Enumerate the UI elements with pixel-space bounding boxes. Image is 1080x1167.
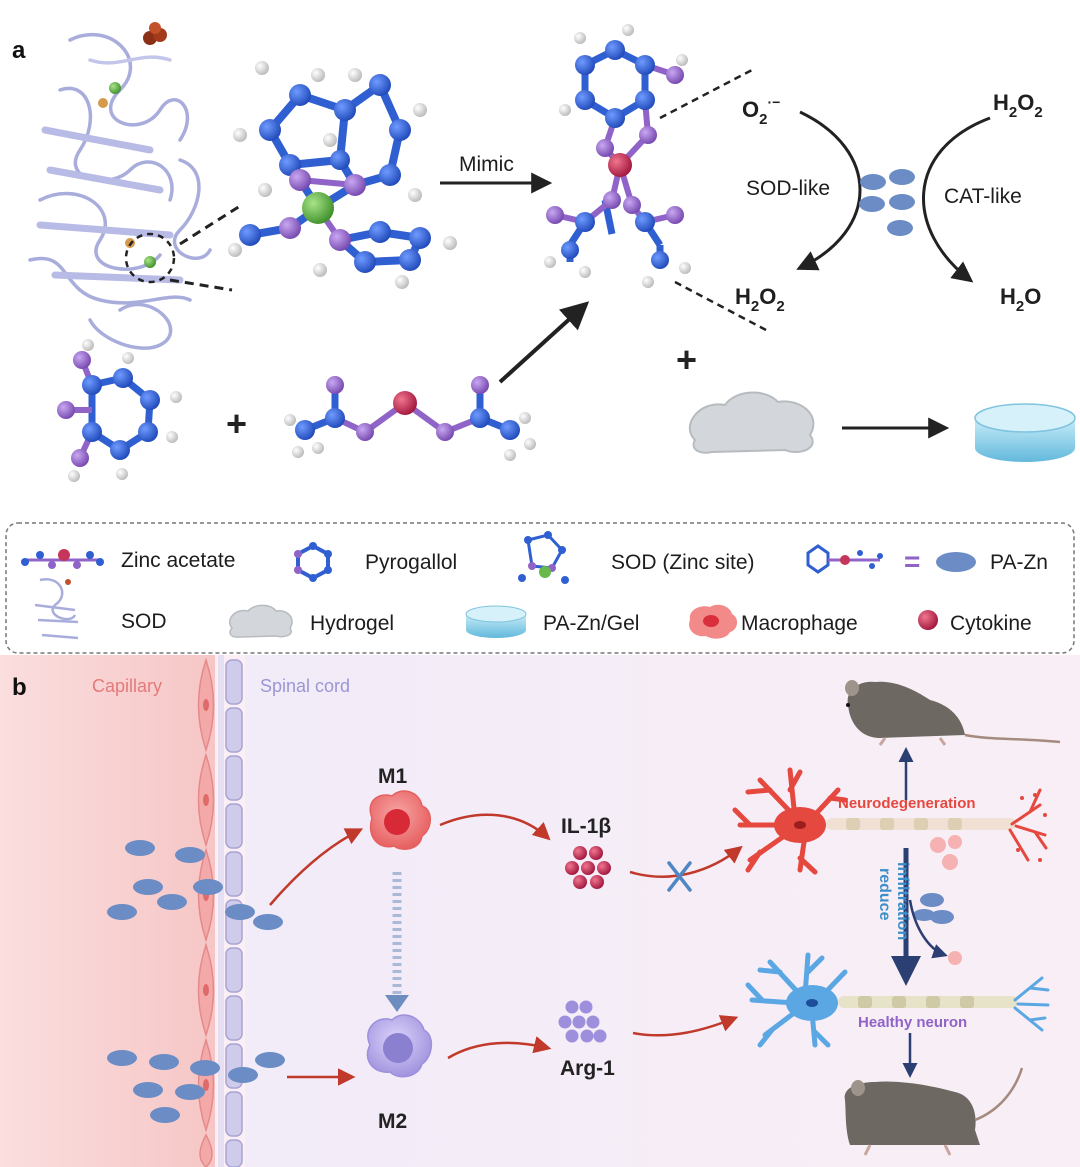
infiltration-label: infiltration: [894, 862, 911, 940]
sod-like-label: SOD-like: [746, 177, 830, 200]
legend-cytokine-icon: [918, 610, 938, 630]
plus-sign-reactants: +: [226, 403, 247, 444]
pa-zn-particles-lower: [107, 1050, 285, 1123]
sod-protein-ribbon: [28, 32, 212, 350]
h2o2-bottom-label: H2O2: [735, 284, 785, 315]
m1-to-il1b-arrow: [439, 813, 551, 841]
legend-pa-zn-gel-icon: [465, 605, 527, 638]
reduce-label: reduce: [876, 868, 893, 921]
panel-a-background: [0, 0, 1080, 512]
pyrogallol-molecule: [57, 339, 182, 482]
h2o2-top-label: H2O2: [993, 90, 1043, 121]
healthy-neuron-label: Healthy neuron: [858, 1014, 967, 1031]
infiltrating-cytokines: [930, 835, 962, 965]
hydrogel-cloud: [688, 391, 815, 454]
polarization-arrowhead: [385, 995, 409, 1012]
protein-zinc-sphere-2: [144, 256, 156, 268]
plus-sign-hydrogel: +: [676, 339, 697, 380]
pa-zn-zoom-line-top: [659, 68, 753, 120]
legend-pyrogallol-icon: [294, 542, 332, 582]
mimic-label: Mimic: [459, 153, 514, 176]
zoom-line-bottom: [169, 278, 233, 292]
arg1-to-neuron-arrow: [632, 1015, 739, 1037]
il1b-cytokine-cluster: [565, 846, 611, 889]
sod-zinc-site-molecule: [228, 61, 457, 289]
healthy-mouse-icon: [844, 1067, 1024, 1156]
zoom-line-top: [179, 204, 241, 246]
legend-pyrogallol: Pyrogallol: [365, 551, 457, 574]
h2o-label: H2O: [1000, 284, 1041, 315]
zinc-acetate-molecule: [284, 376, 536, 461]
m2-to-arg1-arrow: [447, 1036, 552, 1060]
panel-a-label: a: [12, 37, 26, 64]
cluster-sphere-3: [149, 22, 161, 34]
healthy-neuron: [745, 952, 1050, 1048]
m1-label: M1: [378, 765, 407, 788]
legend-hydrogel: Hydrogel: [310, 612, 394, 635]
il1b-to-neuron-arrow: [629, 845, 743, 878]
cat-like-label: CAT-like: [944, 185, 1022, 208]
legend-cytokine: Cytokine: [950, 612, 1032, 635]
legend-macrophage-icon: [689, 604, 738, 639]
diseased-mouse-icon: [845, 680, 1061, 746]
cat-like-arrow: [922, 116, 991, 283]
pa-zn-particles-neuron: [913, 893, 954, 924]
capillary-label: Capillary: [92, 676, 162, 696]
panel-b-label: b: [12, 674, 27, 701]
protein-zinc-sphere-1: [109, 82, 121, 94]
legend-pa-zn-icon: [936, 552, 976, 572]
zinc-site-highlight-circle: [124, 232, 176, 284]
pa-zn-particles-upper: [107, 840, 283, 930]
il1b-label: IL-1β: [561, 815, 611, 838]
legend-pa-zn: PA-Zn: [990, 551, 1048, 574]
legend-zinc-acetate-icon: [21, 549, 104, 569]
blocked-cross-icon: [667, 861, 692, 892]
legend-hydrogel-icon: [228, 604, 293, 638]
infiltration-deflection-arrow: [908, 899, 948, 959]
arg1-cytokine-cluster: [558, 1000, 607, 1043]
legend-sod-zinc-site-icon: [518, 531, 569, 584]
spinal-cord-label: Spinal cord: [260, 676, 350, 696]
basement-membrane: [218, 655, 224, 1167]
legend-sod: SOD: [121, 610, 167, 633]
legend-pa-zn-gel: PA-Zn/Gel: [543, 612, 639, 635]
protein-copper-sphere-1: [98, 98, 108, 108]
arrow-to-m1: [269, 828, 364, 906]
legend-zinc-acetate: Zinc acetate: [121, 549, 235, 572]
m2-macrophage: [366, 1014, 433, 1078]
legend-equals-sign: =: [904, 546, 920, 577]
sod-like-arrow: [796, 110, 862, 271]
pa-zn-gel-disc: [974, 403, 1076, 462]
synthesis-arrow: [498, 301, 590, 384]
neurodegeneration-label: Neurodegeneration: [838, 795, 976, 812]
legend-pa-zn-molecule-icon: [806, 544, 883, 574]
pa-zn-molecule: [544, 24, 691, 288]
degenerating-neuron: [732, 767, 1048, 875]
legend-macrophage: Macrophage: [741, 612, 858, 635]
legend-sod-icon: [34, 577, 79, 640]
pa-zn-zoom-line-bottom: [674, 280, 767, 332]
m2-label: M2: [378, 1110, 407, 1133]
superoxide-label: O2·−: [742, 94, 780, 128]
glial-cell-column: [225, 659, 243, 1167]
legend-box: [5, 522, 1075, 654]
m1-macrophage: [369, 790, 431, 850]
pa-zn-cluster-center: [859, 169, 915, 236]
legend-sod-zinc-site: SOD (Zinc site): [611, 551, 755, 574]
arg1-label: Arg-1: [560, 1057, 615, 1080]
